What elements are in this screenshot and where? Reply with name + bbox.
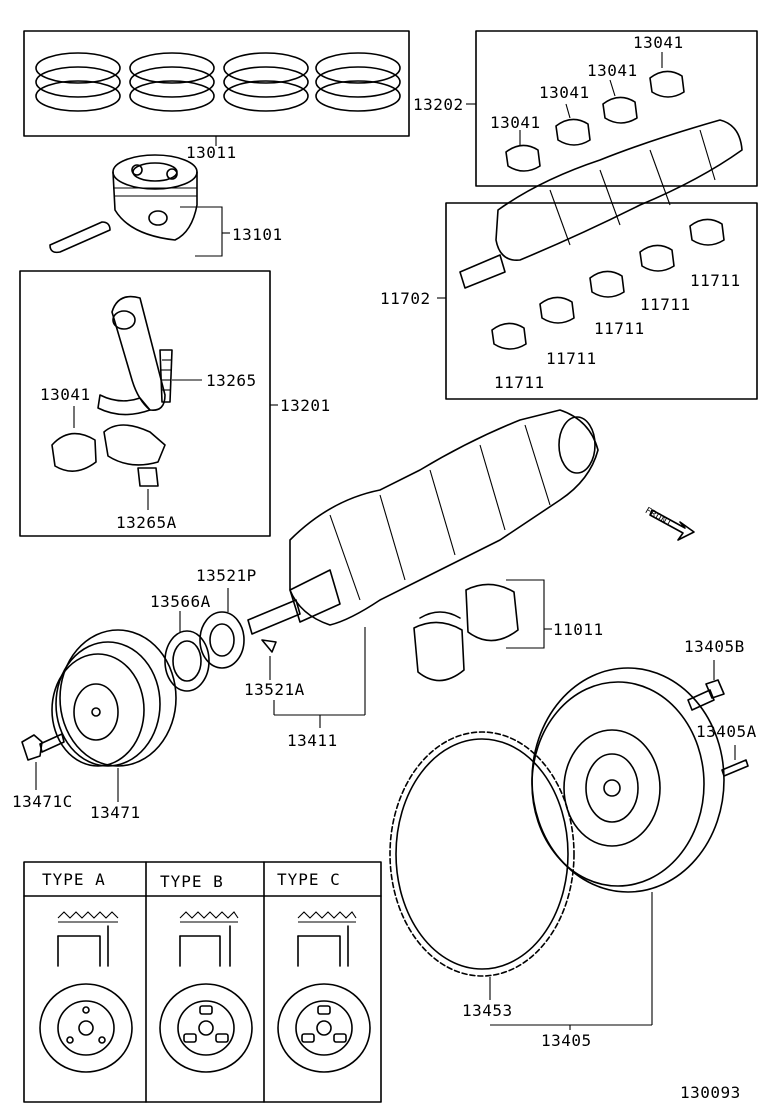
label-13265: 13265 xyxy=(206,371,257,390)
type-table xyxy=(23,861,382,1103)
piston-ring-set-group xyxy=(23,30,410,146)
type-a-profile xyxy=(39,911,133,1073)
label-13453: 13453 xyxy=(462,1001,513,1020)
label-11711-3: 11711 xyxy=(594,319,645,338)
label-13521p: 13521P xyxy=(196,566,257,585)
type-c-profile xyxy=(277,911,371,1073)
label-13405a: 13405A xyxy=(696,722,757,741)
crankshaft-kit-group xyxy=(437,119,758,400)
main-bearing-set-group xyxy=(466,30,758,187)
type-b-label: TYPE B xyxy=(160,872,224,891)
label-13405: 13405 xyxy=(541,1031,592,1050)
connecting-rod-group xyxy=(19,270,278,537)
piston-ring-1 xyxy=(35,52,121,112)
label-13411: 13411 xyxy=(287,731,338,750)
type-b-profile xyxy=(159,911,253,1073)
label-13011: 13011 xyxy=(186,143,237,162)
drawing-number: 130093 xyxy=(680,1083,741,1102)
timing-gear-group xyxy=(164,588,277,692)
label-13405b: 13405B xyxy=(684,637,745,656)
label-11711-2: 11711 xyxy=(640,295,691,314)
label-13041-top-2: 13041 xyxy=(587,61,638,80)
label-13471c: 13471C xyxy=(12,792,73,811)
ring-gear-group xyxy=(389,731,575,1000)
label-13041-top-1: 13041 xyxy=(633,33,684,52)
label-13265a: 13265A xyxy=(116,513,177,532)
pulley-group xyxy=(21,629,177,802)
type-a-label: TYPE A xyxy=(42,870,106,889)
label-13521a: 13521A xyxy=(244,680,305,699)
label-13041-top-4: 13041 xyxy=(490,113,541,132)
label-13041-rod: 13041 xyxy=(40,385,91,404)
piston-ring-3 xyxy=(223,52,309,112)
piston-ring-2 xyxy=(129,52,215,112)
label-11711-4: 11711 xyxy=(546,349,597,368)
type-c-label: TYPE C xyxy=(277,870,341,889)
label-11702: 11702 xyxy=(380,289,431,308)
label-11011: 11011 xyxy=(553,620,604,639)
label-13202: 13202 xyxy=(413,95,464,114)
label-13041-top-3: 13041 xyxy=(539,83,590,102)
piston-group xyxy=(49,154,230,257)
label-11711-1: 11711 xyxy=(690,271,741,290)
flywheel-group xyxy=(490,660,749,1030)
crankshaft-group xyxy=(247,409,599,728)
label-13471: 13471 xyxy=(90,803,141,822)
label-13201: 13201 xyxy=(280,396,331,415)
front-arrow xyxy=(649,509,695,541)
label-13566a: 13566A xyxy=(150,592,211,611)
label-11711-5: 11711 xyxy=(494,373,545,392)
thrust-washer-group xyxy=(413,579,552,682)
label-13101: 13101 xyxy=(232,225,283,244)
piston-ring-4 xyxy=(315,52,401,112)
